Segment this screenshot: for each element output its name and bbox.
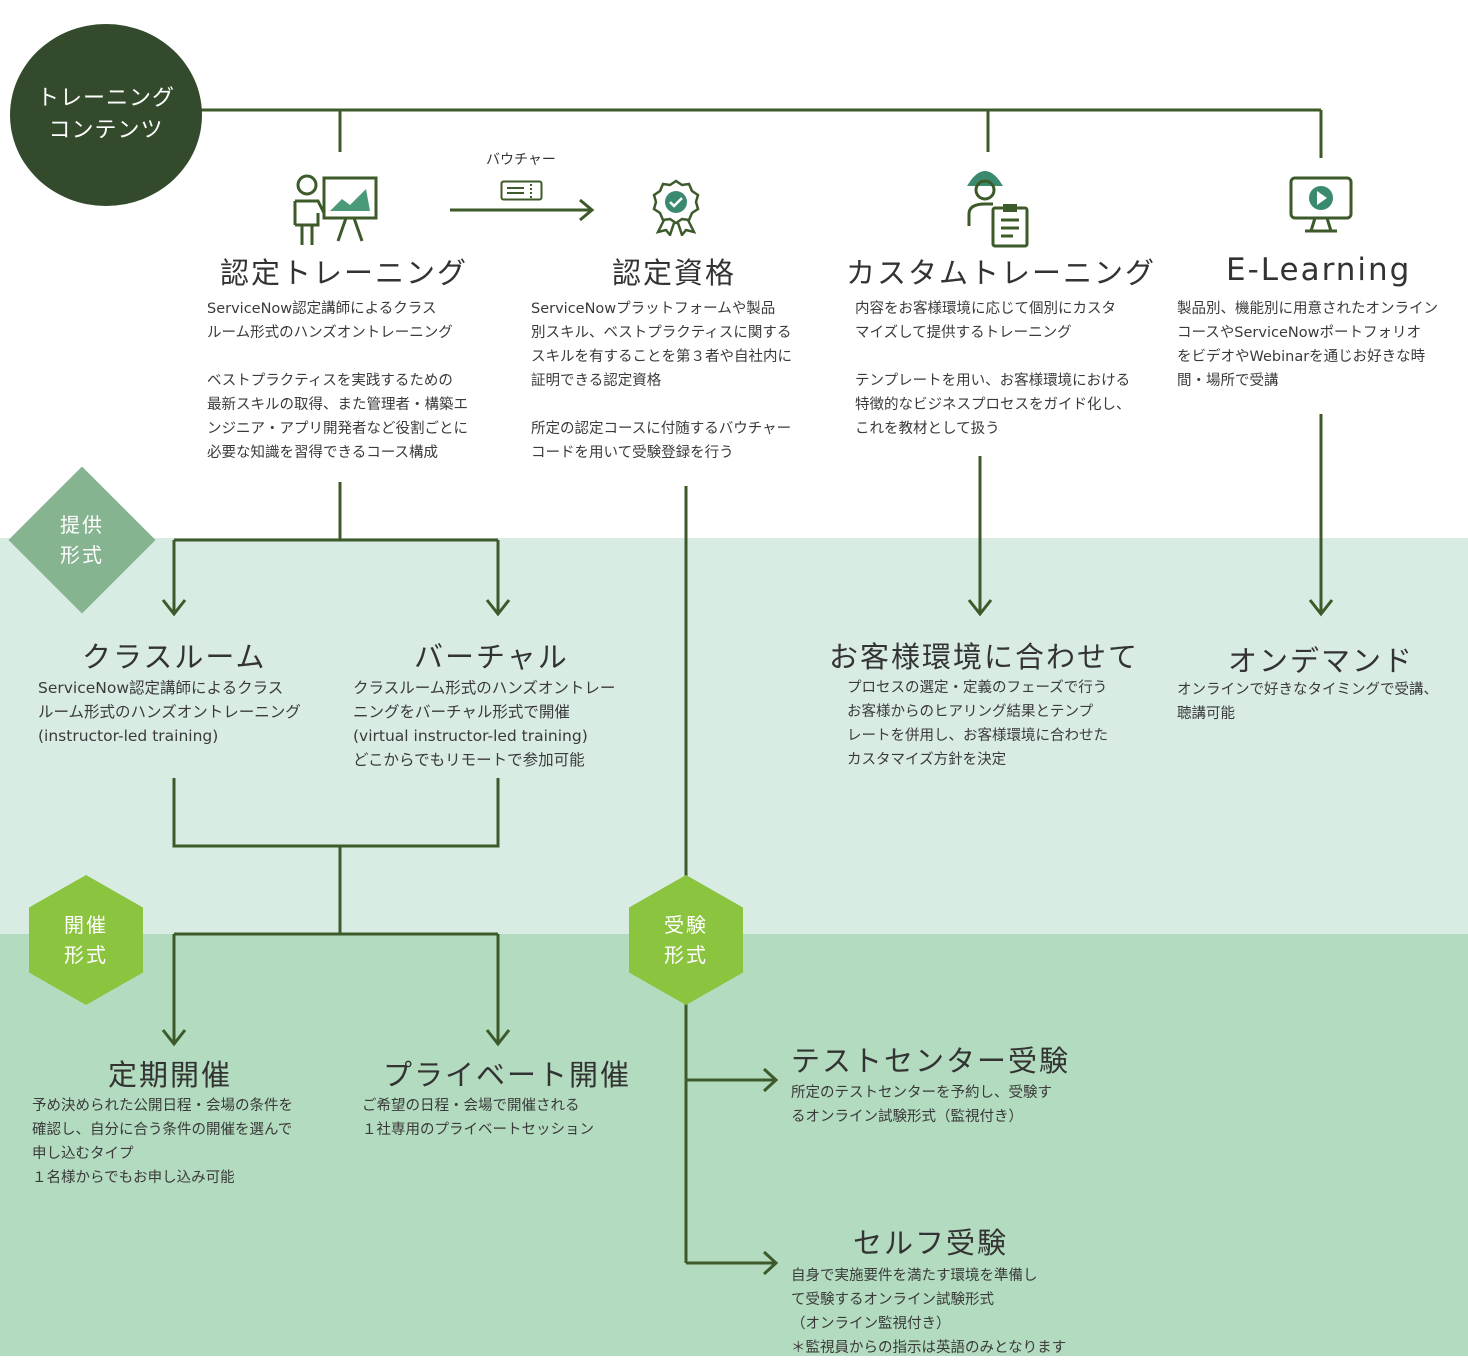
root-training-contents: トレーニング コンテンツ	[10, 24, 202, 206]
virtual-title: バーチャル	[414, 640, 569, 674]
classroom-desc: ServiceNow認定講師によるクラス ルーム形式のハンズオントレーニング (…	[38, 679, 301, 745]
regular-desc: 予め決められた公開日程・会場の条件を 確認し、自分に合う条件の開催を選んで 申し…	[32, 1098, 293, 1186]
test-center-desc: 所定のテストセンターを予約し、受験す るオンライン試験形式（監視付き）	[791, 1085, 1052, 1125]
delivery-band	[0, 538, 1468, 934]
schedule-format-badge: 開催 形式	[29, 875, 143, 1005]
arrow-virtual	[485, 599, 511, 617]
on-demand-title: オンデマンド	[1228, 644, 1415, 678]
self-exam-title: セルフ受験	[853, 1226, 1009, 1260]
certified-training-desc-2: ベストプラクティスを実践するための 最新スキルの取得、また管理者・構築エ ンジニ…	[207, 373, 468, 461]
certification-title: 認定資格	[612, 256, 737, 290]
regular-title: 定期開催	[108, 1058, 233, 1092]
certification-badge-icon	[652, 179, 700, 236]
custom-training-desc-1: 内容をお客様環境に応じて個別にカスタ マイズして提供するトレーニング	[855, 301, 1116, 341]
private-desc: ご希望の日程・会場で開催される １社専用のプライベートセッション	[362, 1098, 594, 1138]
custom-training-desc-2: テンプレートを用い、お客様環境における 特徴的なビジネスプロセスをガイド化し、 …	[855, 373, 1131, 437]
ticket-icon	[500, 180, 543, 201]
delivery-to-schedule	[172, 778, 500, 1042]
schedule-band	[0, 934, 1468, 1356]
elearning-title: E-Learning	[1226, 252, 1412, 288]
voucher-arrow	[450, 198, 595, 222]
certified-training-desc-1: ServiceNow認定講師によるクラス ルーム形式のハンズオントレーニング	[207, 301, 453, 341]
arrow-classroom	[161, 599, 187, 617]
private-title: プライベート開催	[383, 1058, 632, 1092]
certified-training-title: 認定トレーニング	[220, 256, 469, 290]
exam-to-testcenter	[686, 1067, 779, 1093]
virtual-desc: クラスルーム形式のハンズオントレー ニングをバーチャル形式で開催 (virtua…	[353, 679, 616, 769]
elearning-desc: 製品別、機能別に用意されたオンライン コースやServiceNowポートフォリオ…	[1177, 301, 1438, 389]
exam-format-badge: 受験 形式	[629, 875, 743, 1005]
video-monitor-icon	[1289, 176, 1353, 233]
arrow-regular	[161, 1029, 187, 1047]
delivery-format-badge: 提供 形式	[8, 466, 156, 614]
arrow-private	[485, 1029, 511, 1047]
test-center-title: テストセンター受験	[791, 1044, 1071, 1078]
certification-desc-2: 所定の認定コースに付随するバウチャー コードを用いて受験登録を行う	[531, 421, 792, 461]
delivery-format-label: 提供 形式	[60, 513, 104, 567]
customer-env-title: お客様環境に合わせて	[829, 640, 1140, 674]
on-demand-desc: オンラインで好きなタイミングで受講、 聴講可能	[1177, 682, 1438, 722]
consultant-clipboard-icon	[967, 171, 1029, 248]
self-exam-desc: 自身で実施要件を満たす環境を準備し て受験するオンライン試験形式 （オンライン監…	[791, 1268, 1067, 1356]
voucher-label: バウチャー	[486, 152, 556, 168]
classroom-title: クラスルーム	[82, 640, 267, 674]
arrow-on-demand	[1308, 599, 1334, 617]
arrow-customer-env	[967, 599, 993, 617]
instructor-icon	[293, 174, 378, 245]
custom-training-title: カスタムトレーニング	[846, 256, 1157, 290]
customer-env-desc: プロセスの選定・定義のフェーズで行う お客様からのヒアリング結果とテンプ レート…	[847, 680, 1108, 768]
certification-desc-1: ServiceNowプラットフォームや製品 別スキル、ベストプラクティスに関する…	[531, 301, 792, 389]
training-to-delivery	[172, 482, 500, 612]
exam-to-self	[686, 1250, 779, 1276]
